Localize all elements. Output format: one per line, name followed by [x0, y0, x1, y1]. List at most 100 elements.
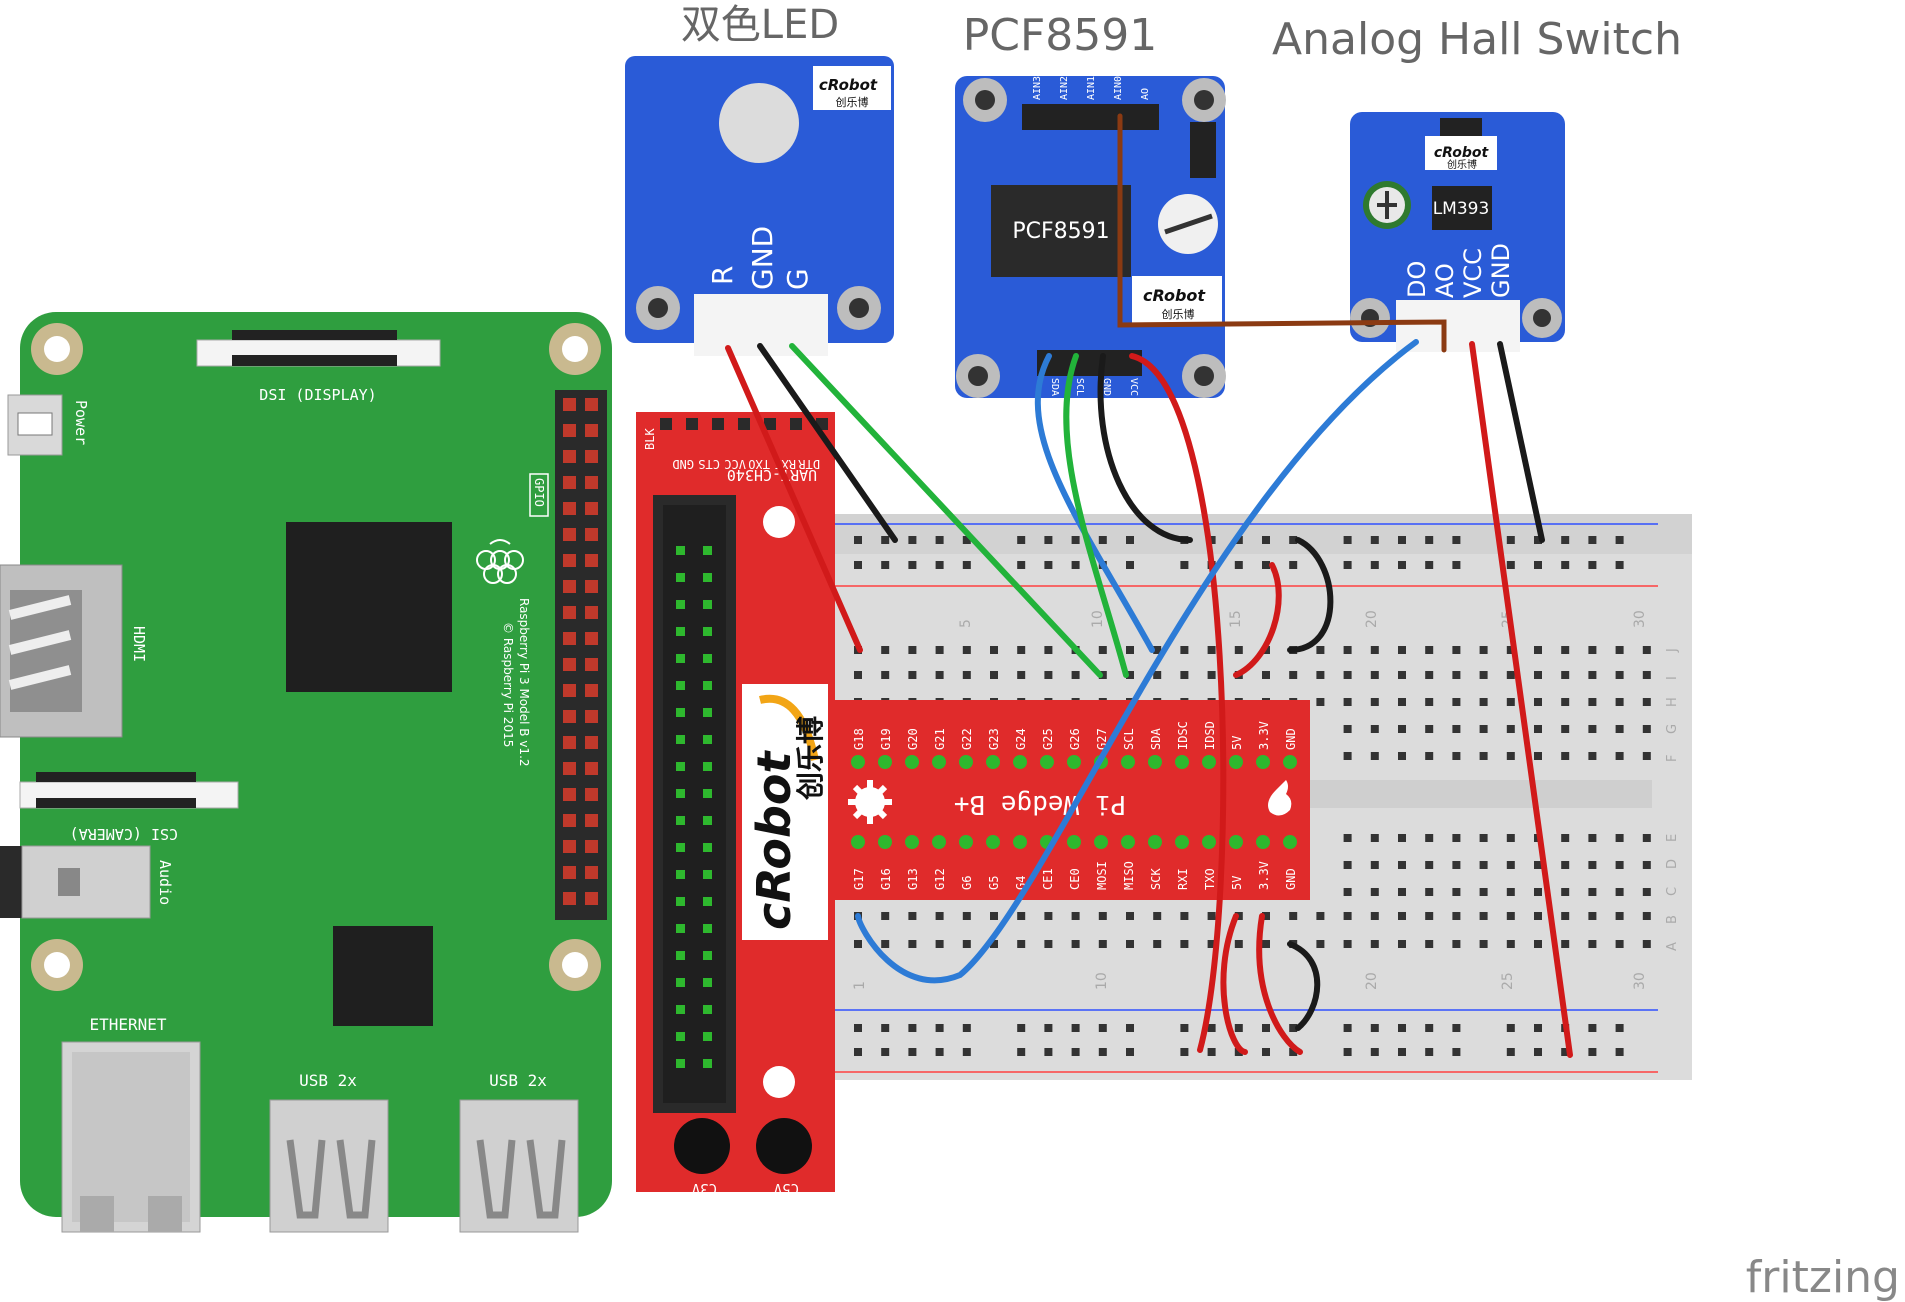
- cobbler-pin: [703, 681, 712, 690]
- wedge-top-pin-label: G26: [1068, 728, 1082, 750]
- breadboard-hole: [1398, 671, 1406, 679]
- breadboard-hole: [1153, 671, 1162, 679]
- pcf-title: PCF8591: [963, 10, 1158, 61]
- breadboard-hole: [1506, 1048, 1515, 1056]
- breadboard-hole: [1262, 940, 1270, 948]
- breadboard-hole: [908, 1048, 917, 1056]
- wedge-pin: [986, 755, 1000, 769]
- wedge-top-pin-label: GND: [1284, 728, 1298, 750]
- usb-label-1: USB 2x: [299, 1071, 357, 1090]
- hall-brand-cn: 创乐博: [1447, 158, 1477, 171]
- uart-pin: [790, 418, 802, 430]
- breadboard-hole: [1506, 536, 1515, 544]
- uart-pin: [764, 418, 776, 430]
- wedge-pin: [1202, 835, 1216, 849]
- breadboard-hole: [1588, 912, 1597, 920]
- svg-text:10: 10: [1090, 610, 1106, 628]
- svg-text:D: D: [1665, 859, 1680, 869]
- gpio-pin: [563, 814, 576, 827]
- breadboard-hole: [1534, 861, 1542, 869]
- led-pin-gnd: GND: [746, 226, 779, 290]
- breadboard-hole: [1534, 912, 1542, 920]
- cobbler-pin: [676, 654, 685, 663]
- cobbler-pin: [676, 843, 685, 852]
- breadboard-hole: [1479, 725, 1488, 733]
- cobbler-pin: [676, 1059, 685, 1068]
- c5v-button[interactable]: [756, 1118, 812, 1174]
- breadboard-hole: [1126, 646, 1134, 654]
- breadboard-hole: [1262, 561, 1270, 569]
- breadboard-hole: [1425, 888, 1434, 896]
- wedge-top-pin-label: 3.3V: [1257, 721, 1271, 750]
- breadboard-hole: [1398, 1024, 1406, 1032]
- breadboard-hole: [1126, 561, 1134, 569]
- c3v-button[interactable]: [674, 1118, 730, 1174]
- wedge-top-pin-label: SDA: [1149, 728, 1163, 750]
- svg-text:AIN2: AIN2: [1059, 76, 1070, 100]
- breadboard-hole: [1071, 1024, 1080, 1032]
- breadboard-hole: [1615, 671, 1624, 679]
- breadboard-hole: [1506, 671, 1515, 679]
- breadboard-hole: [990, 912, 998, 920]
- cobbler-pin: [703, 870, 712, 879]
- breadboard-hole: [1425, 646, 1434, 654]
- breadboard-hole: [1044, 1048, 1053, 1056]
- c3v-label: C3V: [691, 1180, 717, 1196]
- svg-text:F: F: [1665, 755, 1680, 762]
- breadboard-hole: [1017, 561, 1026, 569]
- breadboard-hole: [1126, 536, 1134, 544]
- svg-text:H: H: [1665, 697, 1680, 707]
- gpio-pin: [563, 450, 576, 463]
- breadboard-hole: [1126, 671, 1134, 679]
- svg-text:10: 10: [1094, 972, 1110, 990]
- wedge-pin: [1256, 755, 1270, 769]
- raspberry-pi-board: DSI (DISPLAY) Power HDMI Raspberry Pi 3 …: [0, 312, 612, 1233]
- gpio-pin: [563, 606, 576, 619]
- csi-connector: [19, 772, 239, 809]
- gpio-pin: [563, 840, 576, 853]
- uart-title: UART-CH340: [727, 466, 817, 484]
- breadboard-hole: [1343, 940, 1352, 948]
- breadboard-hole: [1234, 646, 1243, 654]
- breadboard-hole: [1452, 646, 1461, 654]
- cobbler-pin: [703, 1005, 712, 1014]
- breadboard-hole: [1370, 646, 1379, 654]
- breadboard-hole: [1343, 671, 1352, 679]
- gpio-pin: [585, 866, 598, 879]
- breadboard-hole: [1561, 834, 1570, 842]
- svg-text:AO: AO: [1140, 88, 1151, 100]
- cobbler-pin: [676, 978, 685, 987]
- breadboard-hole: [1452, 888, 1461, 896]
- hdmi-connector: [0, 564, 123, 738]
- wedge-pin: [1148, 755, 1162, 769]
- breadboard-hole: [1398, 561, 1406, 569]
- led-title: 双色LED: [681, 2, 839, 48]
- breadboard-hole: [1452, 912, 1461, 920]
- gpio-pin: [585, 814, 598, 827]
- breadboard-hole: [1343, 646, 1352, 654]
- cobbler-pin: [676, 546, 685, 555]
- breadboard-hole: [1479, 940, 1488, 948]
- svg-text:AO: AO: [1431, 263, 1459, 298]
- svg-text:AIN3: AIN3: [1032, 76, 1043, 100]
- breadboard-hole: [1017, 536, 1026, 544]
- svg-text:25: 25: [1500, 972, 1516, 990]
- breadboard-hole: [1262, 671, 1270, 679]
- breadboard-hole: [1561, 536, 1570, 544]
- wedge-bottom-pin-label: G6: [960, 876, 974, 890]
- breadboard-hole: [1343, 912, 1352, 920]
- breadboard-hole: [881, 646, 890, 654]
- breadboard-hole: [1153, 646, 1162, 654]
- wedge-bottom-pin-label: MOSI: [1095, 861, 1109, 890]
- breadboard-hole: [935, 671, 944, 679]
- wedge-pin: [1094, 835, 1108, 849]
- wire-jumper-bottom-red-2: [1256, 913, 1303, 1055]
- wire-pcf-vcc: [1129, 353, 1227, 1053]
- cobbler-pin: [676, 681, 685, 690]
- wedge-bottom-pin-label: G5: [987, 876, 1001, 890]
- gpio-pin: [563, 710, 576, 723]
- crobot-logo-cn: 创乐博: [794, 716, 827, 801]
- wire-jumper-bottom-black: [1287, 941, 1321, 1031]
- gear-icon: [848, 780, 892, 824]
- svg-text:20: 20: [1364, 610, 1380, 628]
